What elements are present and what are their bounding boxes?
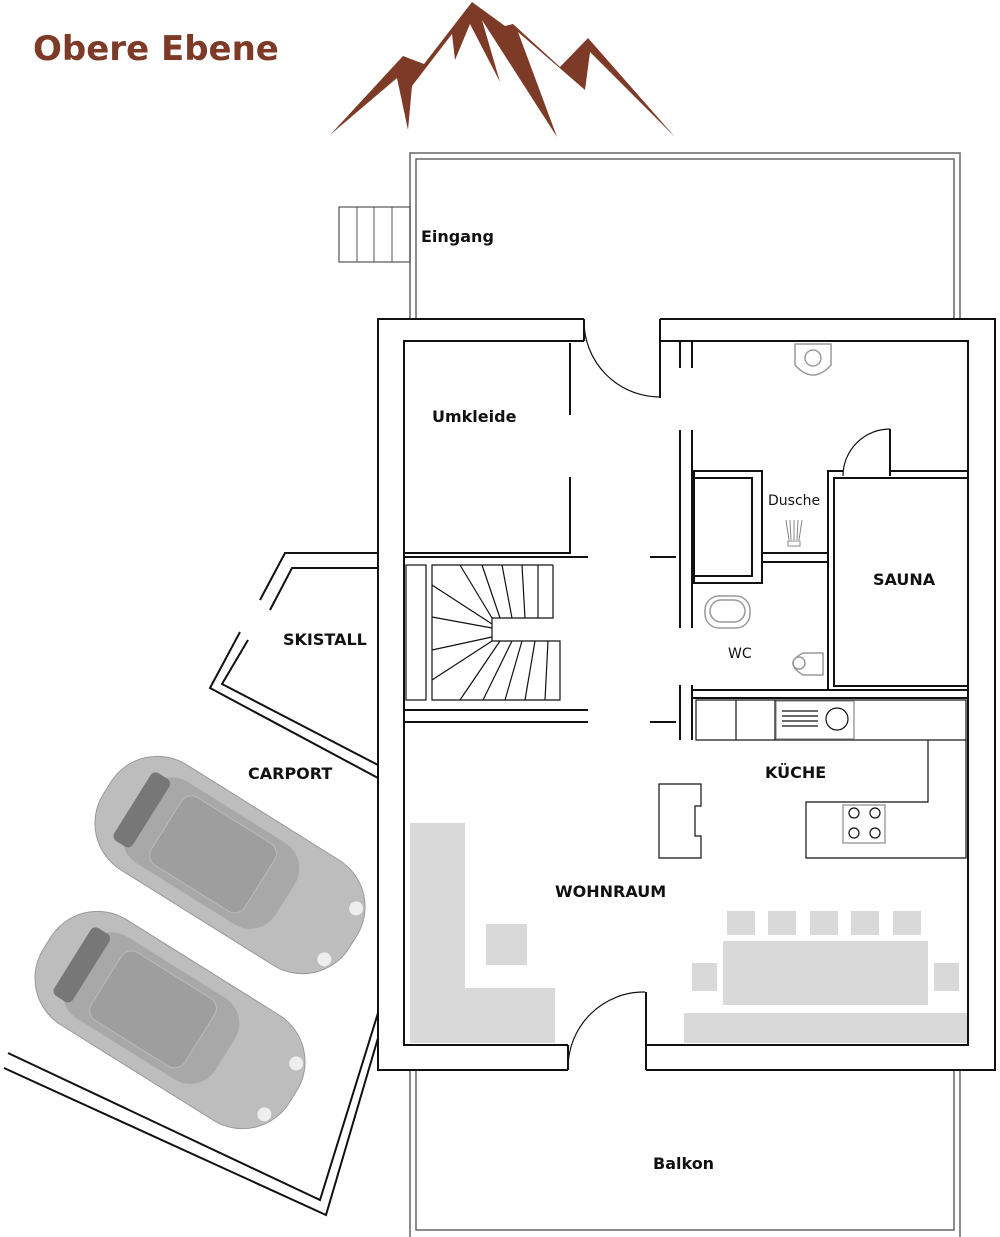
living-furniture [410,823,967,1043]
inner-wall [403,340,969,1046]
label-wohnraum: WOHNRAUM [555,882,666,901]
balcony-door[interactable] [567,991,647,1072]
corridor-walls [404,341,693,740]
label-balkon: Balkon [653,1154,714,1173]
toilet-top [794,343,832,376]
page-title: Obere Ebene [33,29,279,69]
skistall-walls [3,552,379,1217]
label-kueche: KÜCHE [765,763,826,782]
mountain-logo [330,2,675,137]
car-1 [94,755,366,975]
sink [704,595,751,629]
toilet-wc [792,652,824,676]
label-skistall: SKISTALL [283,630,367,649]
shower-icon [785,519,803,547]
entry-door[interactable] [583,317,661,398]
label-carport: CARPORT [248,764,332,783]
sauna-door[interactable] [842,428,891,477]
outer-wall [377,318,996,1071]
staircase [405,564,561,701]
label-sauna: SAUNA [873,570,936,589]
kitchen [658,699,967,859]
entrance-steps [338,206,411,263]
label-dusche: Dusche [768,493,820,509]
label-umkleide: Umkleide [432,407,517,426]
label-wc: WC [728,646,752,662]
umkleide-walls [404,343,571,554]
car-2 [34,910,306,1130]
balcony [409,1070,961,1237]
sauna-walls [692,470,969,699]
label-eingang: Eingang [421,227,494,246]
